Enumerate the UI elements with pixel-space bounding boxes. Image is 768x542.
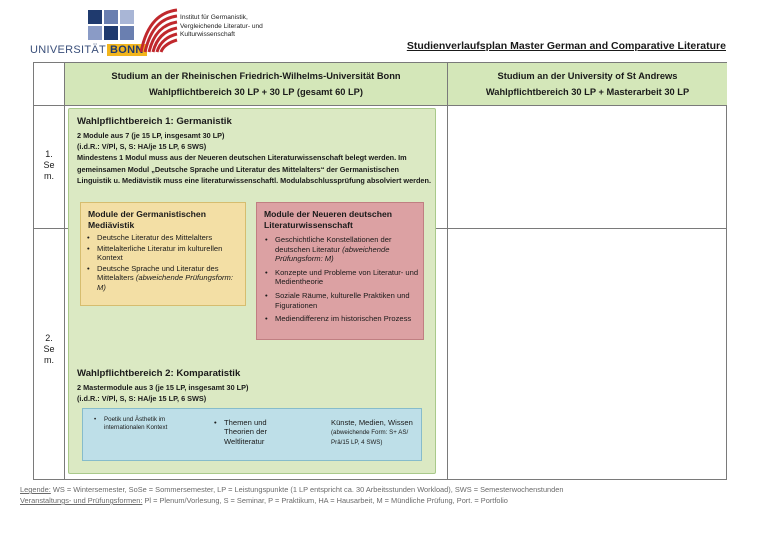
komparatistik-module-2: •Themen und Theorien der Weltliteratur (214, 418, 268, 446)
document-title: Studienverlaufsplan Master German and Co… (406, 40, 726, 52)
mediaevistik-module-list: Deutsche Literatur des Mittelalters Mitt… (86, 233, 242, 294)
komparatistik-module-1: •Poetik und Ästhetik im internationalen … (94, 416, 168, 431)
wp2-format-info: (i.d.R.: V/Pl, S, S: HA/je 15 LP, 6 SWS) (77, 394, 207, 403)
divider (447, 63, 448, 479)
bonn-header-line1: Studium an der Rheinischen Friedrich-Wil… (111, 71, 401, 81)
list-item: Mittelalterliche Literatur im kulturelle… (86, 244, 242, 263)
mediaevistik-box-title: Module der Germanistischen Mediävistik (88, 209, 206, 230)
standrews-header-line1: Studium an der University of St Andrews (497, 71, 678, 81)
divider (64, 63, 65, 479)
wp1-title: Wahlpflichtbereich 1: Germanistik (77, 116, 232, 127)
ndl-box-title: Module der Neueren deutschen Literaturwi… (264, 209, 392, 230)
standrews-column-header: Studium an der University of St Andrews … (448, 63, 727, 105)
uni-bonn-logo-icon (88, 10, 134, 40)
list-item: Deutsche Sprache und Literatur des Mitte… (86, 264, 242, 293)
mediaevistik-modules-box: Module der Germanistischen Mediävistik D… (80, 202, 246, 306)
list-item: Soziale Räume, kulturelle Praktiken und … (264, 291, 422, 310)
komparatistik-module-3: •Künste, Medien, Wissen (abweichende For… (331, 418, 413, 447)
institute-logo: Institut für Germanistik, Vergleichende … (139, 8, 279, 56)
bonn-column-header: Studium an der Rheinischen Friedrich-Wil… (65, 63, 447, 105)
list-item: Geschichtliche Konstellationen der deuts… (264, 235, 422, 264)
wp2-modules-info: 2 Mastermodule aus 3 (je 15 LP, insgesam… (77, 383, 249, 392)
legend-line-2: Veranstaltungs- und Prüfungsformen: Pl =… (20, 496, 508, 505)
semester-1-label: 1. Se m. (43, 149, 55, 181)
divider (34, 105, 726, 106)
legend-line-1: Legende: WS = Wintersemester, SoSe = Som… (20, 485, 564, 494)
list-item: Konzepte und Probleme von Literatur- und… (264, 268, 422, 287)
institute-logo-icon (139, 8, 178, 53)
study-plan-table: Studium an der Rheinischen Friedrich-Wil… (33, 62, 727, 480)
wp1-requirements: Mindestens 1 Modul muss aus der Neueren … (77, 153, 431, 185)
ndl-module-list: Geschichtliche Konstellationen der deuts… (264, 235, 422, 328)
list-item: Deutsche Literatur des Mittelalters (86, 233, 242, 243)
standrews-header-line2: Wahlpflichtbereich 30 LP + Masterarbeit … (485, 87, 690, 97)
list-item: Mediendifferenz im historischen Prozess (264, 314, 422, 324)
komparatistik-modules-box: •Poetik und Ästhetik im internationalen … (82, 408, 422, 461)
institute-name: Institut für Germanistik, Vergleichende … (180, 14, 263, 39)
wp1-modules-info: 2 Module aus 7 (je 15 LP, insgesamt 30 L… (77, 131, 225, 140)
semester-2-label: 2. Se m. (43, 333, 55, 365)
ndl-modules-box: Module der Neueren deutschen Literaturwi… (256, 202, 424, 340)
wp1-format-info: (i.d.R.: V/Pl, S, S: HA/je 15 LP, 6 SWS) (77, 142, 207, 151)
wp2-title: Wahlpflichtbereich 2: Komparatistik (77, 368, 241, 379)
bonn-header-line2: Wahlpflichtbereich 30 LP + 30 LP (gesamt… (149, 87, 363, 97)
